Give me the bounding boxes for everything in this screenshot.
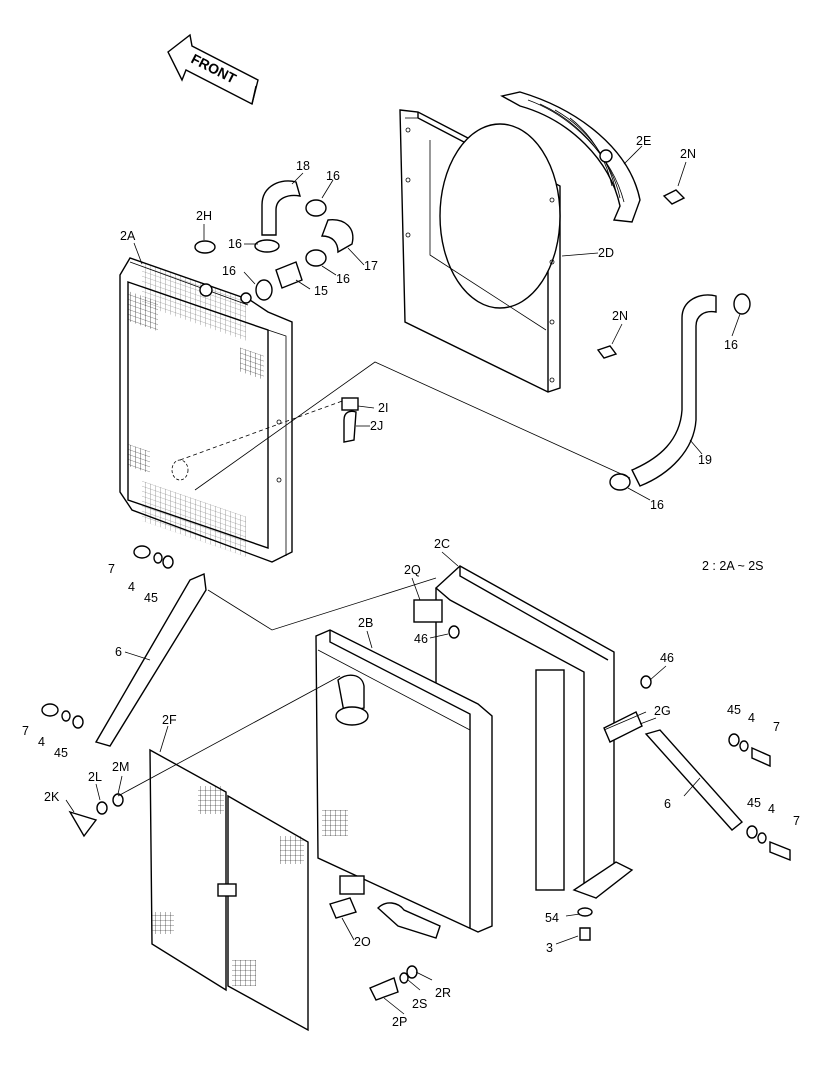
callout-2H: 2H (196, 209, 212, 223)
hardware (41, 545, 791, 1001)
callout-45-right-top: 45 (727, 703, 741, 717)
callout-2K: 2K (44, 790, 60, 804)
callout-2N-top: 2N (680, 147, 696, 161)
callout-6-right: 6 (664, 797, 671, 811)
callout-2M: 2M (112, 760, 129, 774)
callout-2J: 2J (370, 419, 383, 433)
callout-2G: 2G (654, 704, 671, 718)
callout-16-c: 16 (222, 264, 236, 278)
assembly-note: 2 : 2A ~ 2S (702, 559, 764, 573)
hose-15 (275, 261, 303, 289)
callout-2N-mid: 2N (612, 309, 628, 323)
hose-19 (631, 294, 717, 487)
callout-4-left-top: 4 (128, 580, 135, 594)
callout-4-left-bot: 4 (38, 735, 45, 749)
radiator-2B (315, 629, 493, 939)
callout-2I: 2I (378, 401, 388, 415)
radiator-core-2A (119, 257, 346, 563)
callout-7-left-bot: 7 (22, 724, 29, 738)
valve-2I (341, 397, 359, 411)
stay-6-left (94, 572, 207, 747)
callout-16-f: 16 (650, 498, 664, 512)
callout-19: 19 (698, 453, 712, 467)
callout-46-right: 46 (660, 651, 674, 665)
hose-2J (343, 410, 357, 443)
hose-18 (261, 180, 301, 236)
callout-16-a: 16 (228, 237, 242, 251)
callout-54: 54 (545, 911, 559, 925)
callout-2A: 2A (120, 229, 136, 243)
callout-2B: 2B (358, 616, 373, 630)
callout-16-e: 16 (724, 338, 738, 352)
callout-2S: 2S (412, 997, 427, 1011)
callout-16-b: 16 (326, 169, 340, 183)
callout-7-right-bot: 7 (793, 814, 800, 828)
callout-18: 18 (296, 159, 310, 173)
callout-46-left: 46 (414, 632, 428, 646)
bolt-2N-top (662, 189, 686, 205)
stay-6-right (644, 729, 744, 831)
callout-4-right-top: 4 (748, 711, 755, 725)
fan-shroud-2D (399, 109, 561, 393)
cap-2H (194, 240, 216, 254)
callout-45-left-bot: 45 (54, 746, 68, 760)
callout-45-left-top: 45 (144, 591, 158, 605)
callout-7-left-top: 7 (108, 562, 115, 576)
reference-lines (117, 361, 647, 797)
callout-6-left: 6 (115, 645, 122, 659)
bracket-2G (603, 711, 643, 743)
callout-2O: 2O (354, 935, 371, 949)
callout-2D: 2D (598, 246, 614, 260)
callout-16-d: 16 (336, 272, 350, 286)
callout-2P: 2P (392, 1015, 407, 1029)
callout-2F: 2F (162, 713, 177, 727)
screen-2F (149, 748, 309, 1032)
callout-2R: 2R (435, 986, 451, 1000)
callout-2C: 2C (434, 537, 450, 551)
callout-4-right-bot: 4 (768, 802, 775, 816)
callout-7-right-top: 7 (773, 720, 780, 734)
fan-guard-2E (500, 91, 641, 223)
bolt-2N-mid (596, 345, 618, 359)
callout-3: 3 (546, 941, 553, 955)
support-frame-2C (434, 565, 634, 899)
callout-2L: 2L (88, 770, 102, 784)
leader-lines (65, 145, 741, 1015)
callout-45-right-bot: 45 (747, 796, 761, 810)
callout-17: 17 (364, 259, 378, 273)
bracket-2Q (413, 599, 443, 623)
front-arrow-icon: FRONT (167, 33, 259, 106)
hose-17 (320, 219, 354, 254)
hose-clamps (254, 199, 751, 491)
callout-2E: 2E (636, 134, 651, 148)
callout-2Q: 2Q (404, 563, 421, 577)
callout-labels: 2A 2H 16 18 16 17 16 16 15 2E 2N 2D 2N 1… (22, 134, 800, 1029)
callout-15: 15 (314, 284, 328, 298)
